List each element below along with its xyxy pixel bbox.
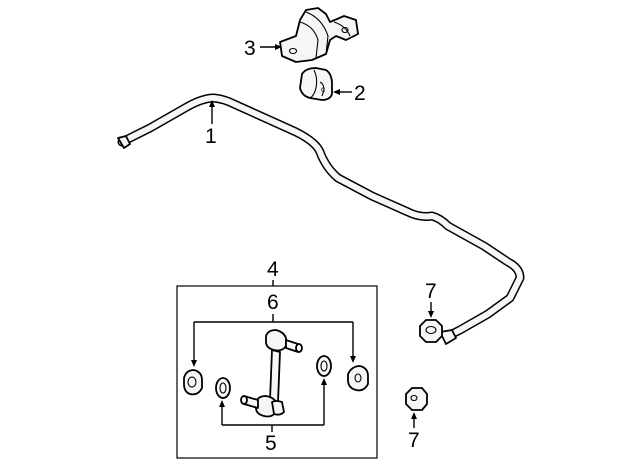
- svg-text:7: 7: [425, 280, 437, 303]
- svg-text:2: 2: [354, 82, 366, 105]
- washer-icon[interactable]: [316, 355, 332, 377]
- svg-text:4: 4: [267, 258, 279, 281]
- nut-icon[interactable]: [405, 387, 428, 411]
- link-bushing-icon[interactable]: [183, 369, 203, 396]
- bushing-icon[interactable]: c: [299, 67, 333, 101]
- svg-text:6: 6: [267, 291, 279, 314]
- callout-1: 1: [205, 100, 217, 148]
- svg-text:3: 3: [244, 37, 256, 60]
- svg-text:7: 7: [408, 429, 420, 452]
- callout-2: 2: [333, 82, 366, 105]
- callout-7-lower: 7: [408, 412, 420, 452]
- link-bushing-icon[interactable]: [347, 365, 369, 392]
- callout-6: 6: [191, 291, 356, 367]
- callout-4: 4: [267, 258, 279, 286]
- svg-text:5: 5: [265, 432, 277, 455]
- callout-7-upper: 7: [425, 280, 437, 318]
- stabilizer-link-icon[interactable]: [240, 329, 303, 418]
- stabilizer-bar-icon[interactable]: [117, 93, 525, 345]
- nut-icon[interactable]: [419, 319, 443, 343]
- link-kit-box: [176, 285, 378, 459]
- svg-text:c: c: [321, 85, 325, 94]
- washer-icon[interactable]: [215, 377, 231, 399]
- bracket-icon[interactable]: [279, 7, 359, 63]
- svg-text:1: 1: [205, 125, 217, 148]
- callout-5: 5: [219, 378, 327, 455]
- callout-3: 3: [244, 37, 282, 60]
